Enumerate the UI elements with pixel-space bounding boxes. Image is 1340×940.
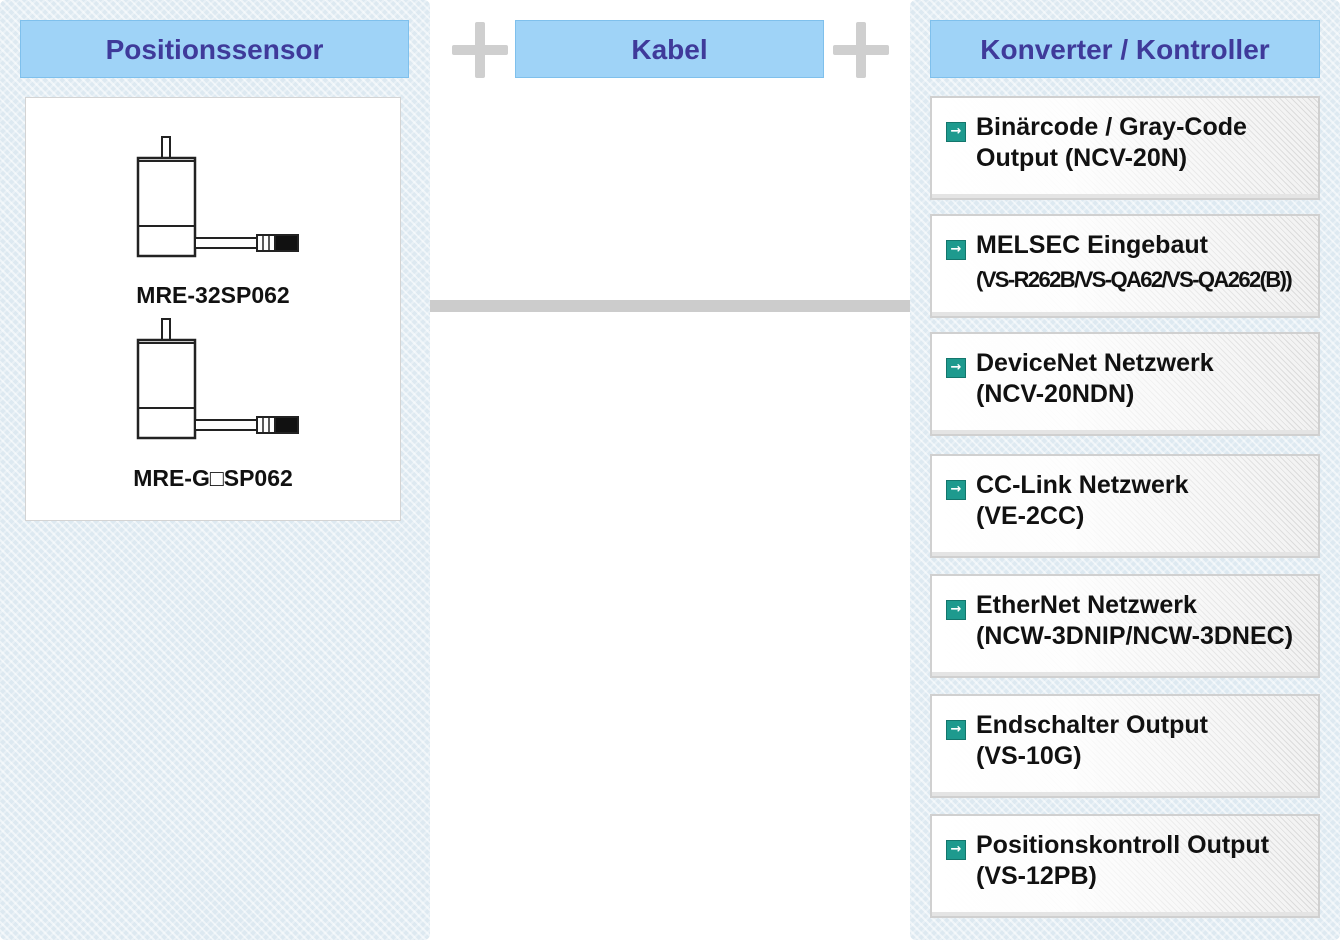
plus-icon <box>452 22 508 78</box>
arrow-right-icon: → <box>946 840 966 860</box>
arrow-right-icon: → <box>946 600 966 620</box>
arrow-right-icon: → <box>946 358 966 378</box>
converter-item-subtitle: (VE-2CC) <box>976 502 1085 530</box>
converter-item-title: DeviceNet Netzwerk <box>976 349 1214 377</box>
arrow-right-icon: → <box>946 122 966 142</box>
converter-item-subtitle: Output (NCV-20N) <box>976 144 1188 172</box>
converter-item-subtitle: (NCV-20NDN) <box>976 380 1135 408</box>
converter-item-title: Binärcode / Gray-Code <box>976 113 1247 141</box>
converter-item-subtitle: (NCW-3DNIP/NCW-3DNEC) <box>976 622 1294 650</box>
converter-item-ethernet[interactable]: → EtherNet Netzwerk (NCW-3DNIP/NCW-3DNEC… <box>930 574 1320 678</box>
converter-item-title: MELSEC Eingebaut <box>976 231 1208 259</box>
converter-column-header: Konverter / Kontroller <box>930 20 1320 78</box>
arrow-right-icon: → <box>946 720 966 740</box>
converter-item-subtitle: (VS-10G) <box>976 742 1082 770</box>
converter-item-subtitle: (VS-12PB) <box>976 862 1097 890</box>
converter-item-cc-link[interactable]: → CC-Link Netzwerk (VE-2CC) <box>930 454 1320 558</box>
plus-icon <box>833 22 889 78</box>
sensor-product-box: MRE-32SP062 MRE-G□SP062 <box>25 97 401 521</box>
position-sensor-icon <box>136 318 299 440</box>
converter-item-positionskontroll[interactable]: → Positionskontroll Output (VS-12PB) <box>930 814 1320 918</box>
arrow-right-icon: → <box>946 240 966 260</box>
converter-item-title: EtherNet Netzwerk <box>976 591 1197 619</box>
converter-item-melsec[interactable]: → MELSEC Eingebaut (VS-R262B/VS-QA62/VS-… <box>930 214 1320 318</box>
converter-item-title: CC-Link Netzwerk <box>976 471 1189 499</box>
cable-connector-line <box>430 300 910 312</box>
converter-item-title: Endschalter Output <box>976 711 1208 739</box>
converter-item-subtitle: (VS-R262B/VS-QA62/VS-QA262(B)) <box>976 267 1293 292</box>
arrow-right-icon: → <box>946 480 966 500</box>
cable-column-header: Kabel <box>515 20 824 78</box>
converter-item-endschalter[interactable]: → Endschalter Output (VS-10G) <box>930 694 1320 798</box>
converter-item-binary-gray-code[interactable]: → Binärcode / Gray-Code Output (NCV-20N) <box>930 96 1320 200</box>
sensor-column-header: Positionssensor <box>20 20 409 78</box>
sensor-model-label: MRE-32SP062 <box>136 282 290 308</box>
position-sensor-icon <box>136 136 299 258</box>
converter-item-title: Positionskontroll Output <box>976 831 1270 859</box>
converter-item-devicenet[interactable]: → DeviceNet Netzwerk (NCV-20NDN) <box>930 332 1320 436</box>
sensor-model-label: MRE-G□SP062 <box>133 465 293 491</box>
